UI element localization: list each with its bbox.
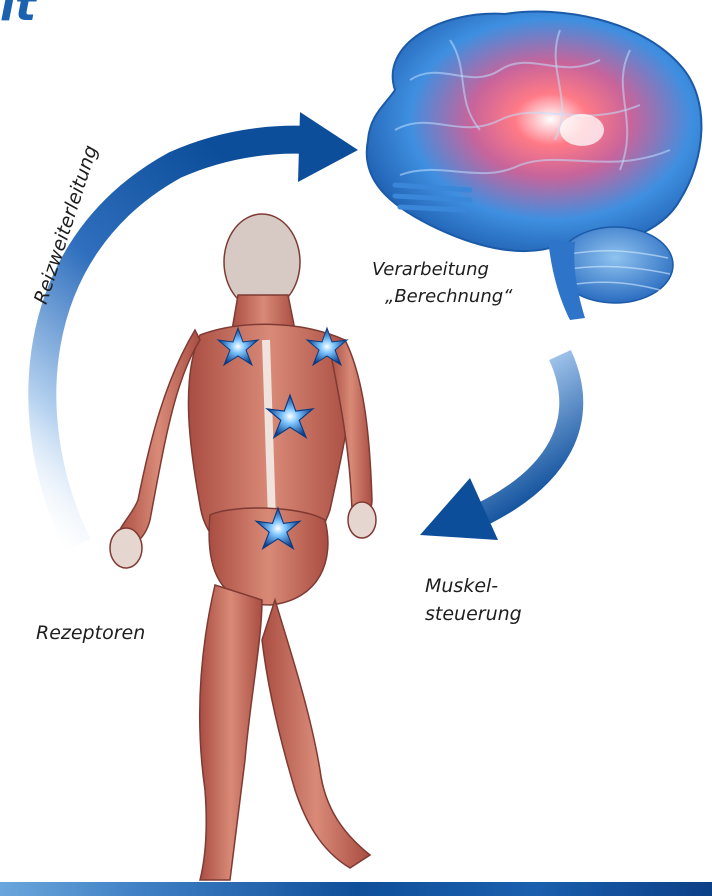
human-figure <box>110 214 376 880</box>
muscle-control-arrow <box>420 355 571 540</box>
label-processing: Verarbeitung <box>372 259 489 282</box>
label-muscle-control-line2: steuerung <box>425 603 522 627</box>
label-receptors: Rezeptoren <box>36 622 145 646</box>
label-calculation: „Berechnung“ <box>385 286 513 309</box>
label-muscle-control-line1: Muskel- <box>425 575 498 599</box>
bottom-accent-bar <box>0 882 712 896</box>
